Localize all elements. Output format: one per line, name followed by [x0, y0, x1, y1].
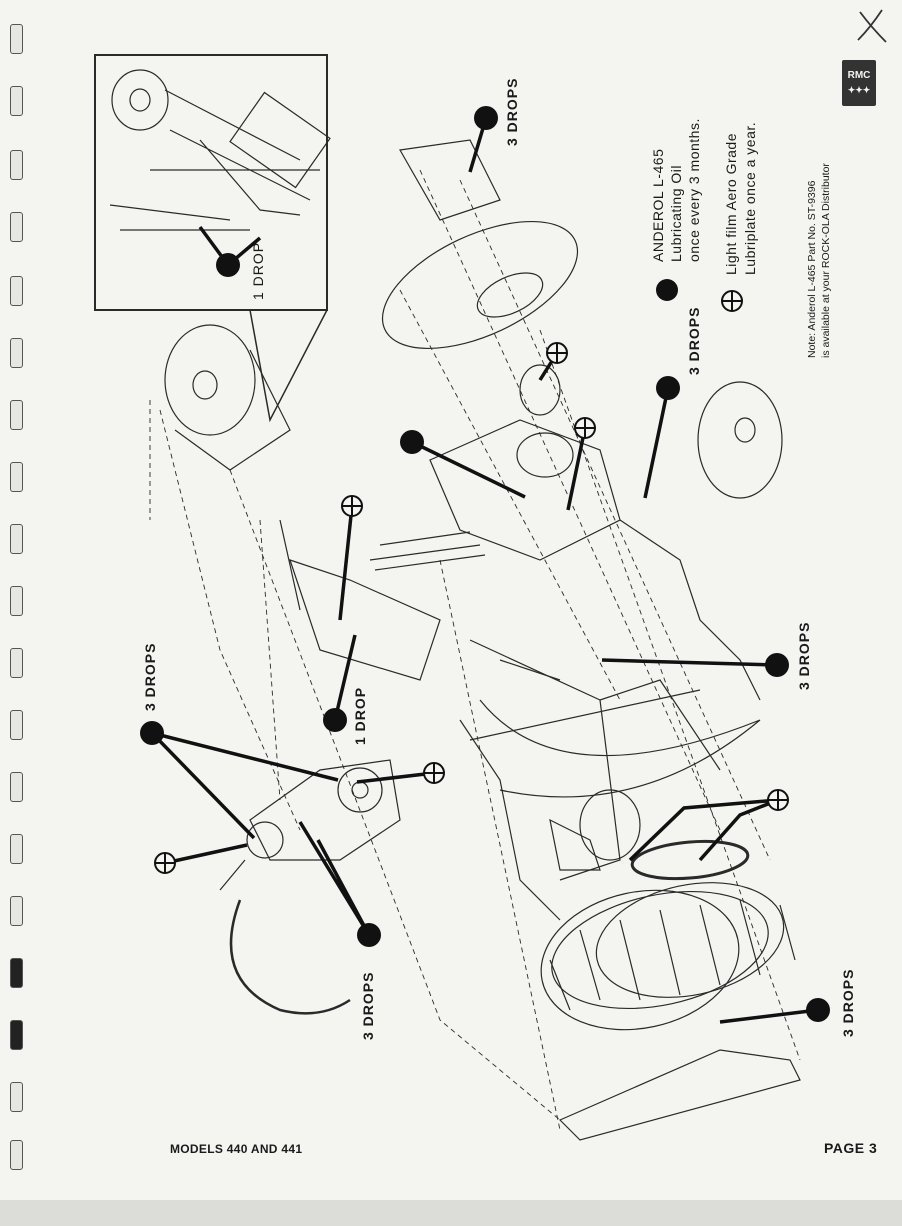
drop-label-top: 3 DROPS: [504, 77, 520, 146]
binder-hole: [10, 150, 23, 180]
binder-hole: [10, 462, 23, 492]
legend-grease-icon: [721, 290, 743, 312]
grease-icon: [574, 417, 596, 439]
drive-motor: [579, 789, 641, 861]
drop-label-right-lower: 3 DROPS: [796, 621, 812, 690]
binder-hole: [10, 212, 23, 242]
ring-gear: [630, 839, 750, 881]
binder-hole: [10, 896, 23, 926]
note-line1: Note: Anderol L-465 Part No. ST-9396: [806, 180, 818, 358]
binder-hole: [10, 338, 23, 368]
binder-hole: [10, 834, 23, 864]
binder-hole: [10, 648, 23, 678]
drop-label-inset: 1 DROP: [250, 241, 266, 300]
grease-icon: [341, 495, 363, 517]
oil-drop-icon: [656, 376, 680, 400]
inset-box: [94, 54, 328, 311]
grease-icon: [154, 852, 176, 874]
gear: [337, 767, 383, 813]
turntable-plate: [381, 220, 579, 350]
center-mechanism: [429, 419, 621, 561]
binder-hole: [10, 1140, 23, 1170]
legend-oil-line3: once every 3 months.: [686, 118, 702, 262]
binder-hole: [10, 24, 23, 54]
binder-hole: [10, 86, 23, 116]
legend-grease-line1: Light film Aero Grade: [723, 132, 739, 275]
bottom-bracket: [558, 1049, 801, 1141]
drop-label-left-upper: 3 DROPS: [142, 642, 158, 711]
oil-drop-icon: [474, 106, 498, 130]
right-disc: [697, 381, 783, 499]
binder-hole: [10, 958, 23, 988]
binder-hole: [10, 524, 23, 554]
oil-drop-icon: [400, 430, 424, 454]
drop-label-bottom-right: 3 DROPS: [840, 968, 856, 1037]
page-number: PAGE 3: [824, 1140, 878, 1156]
binder-hole: [10, 710, 23, 740]
manual-page: [0, 0, 902, 1200]
binder-hole: [10, 1020, 23, 1050]
note-line2: is available at your ROCK-OLA Distributo…: [820, 163, 832, 358]
grease-icon: [767, 789, 789, 811]
cam-mechanism: [399, 139, 501, 221]
scanner-background: [0, 1200, 902, 1226]
oil-drop-icon: [323, 708, 347, 732]
oil-drop-markers: [140, 106, 830, 1022]
oil-drop-icon: [140, 721, 164, 745]
binder-hole: [10, 1082, 23, 1112]
x-mark-icon: [857, 9, 887, 43]
oil-drop-icon: [357, 923, 381, 947]
rmc-logo: RMC ✦✦✦: [842, 60, 876, 106]
binder-hole: [10, 400, 23, 430]
gear-assembly: [249, 759, 401, 861]
grease-icon: [423, 762, 445, 784]
legend-grease-line2: Lubriplate once a year.: [742, 121, 758, 275]
legend-oil-line1: ANDEROL L-465: [650, 148, 666, 262]
record-magazine: [540, 889, 740, 1031]
drop-label-right-mid: 3 DROPS: [686, 306, 702, 375]
legend-oil-line2: Lubricating Oil: [668, 165, 684, 262]
tone-arm-assembly: [289, 559, 441, 681]
grease-markers: [154, 290, 789, 874]
binder-hole: [10, 586, 23, 616]
drop-label-left-lower: 3 DROPS: [360, 971, 376, 1040]
rmc-logo-crowns: ✦✦✦: [847, 85, 871, 95]
motor-disc: [164, 324, 256, 436]
pulley-drawing: [111, 69, 169, 131]
legend-oil-icon: [656, 279, 678, 301]
oil-drop-icon: [216, 253, 240, 277]
oil-drop-icon: [806, 998, 830, 1022]
grease-icon: [546, 342, 568, 364]
models-footer: MODELS 440 AND 441: [170, 1142, 303, 1156]
binder-hole: [10, 276, 23, 306]
oil-drop-icon: [765, 653, 789, 677]
binder-hole: [10, 772, 23, 802]
rmc-logo-text: RMC: [847, 70, 871, 81]
drop-label-center: 1 DROP: [352, 686, 368, 745]
